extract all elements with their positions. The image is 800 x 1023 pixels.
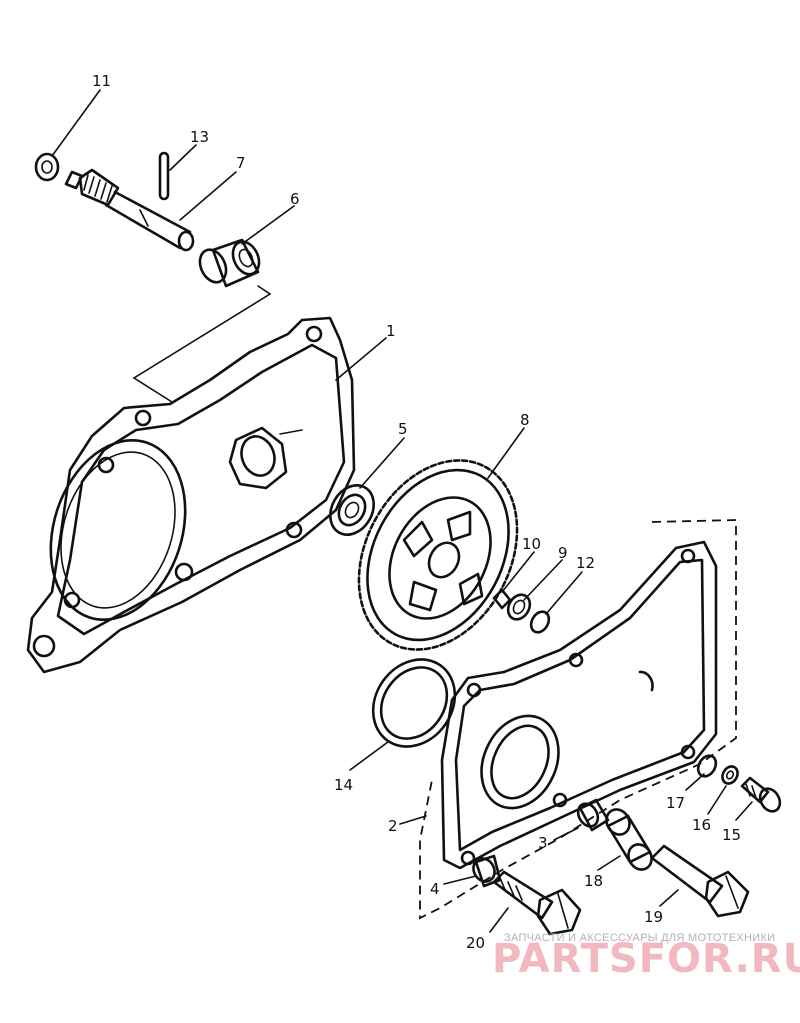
callout-18: 18 xyxy=(584,872,603,890)
callout-4: 4 xyxy=(430,880,440,898)
callout-20: 20 xyxy=(466,934,485,952)
callout-13: 13 xyxy=(190,128,209,146)
part-2-outline xyxy=(419,519,737,920)
callout-14: 14 xyxy=(334,776,353,794)
alignment-line-6-1 xyxy=(132,285,272,403)
part-15-screw xyxy=(740,776,782,813)
watermark-tagline: ЗАПЧАСТИ И АКСЕССУАРЫ ДЛЯ МОТОТЕХНИКИ xyxy=(504,932,775,944)
callout-16: 16 xyxy=(692,816,711,834)
callout-1: 1 xyxy=(386,322,396,340)
part-11-circlip xyxy=(34,152,60,182)
part-12-circlip xyxy=(529,610,551,634)
callout-19: 19 xyxy=(644,908,663,926)
callout-10: 10 xyxy=(522,535,541,553)
part-13-pin xyxy=(158,151,170,201)
part-6-bushing xyxy=(198,238,261,288)
watermark: ЗАПЧАСТИ И АКСЕССУАРЫ ДЛЯ МОТОТЕХНИКИ PA… xyxy=(492,932,800,982)
callout-3: 3 xyxy=(538,834,548,852)
part-18-collar xyxy=(605,808,653,871)
callout-12: 12 xyxy=(576,554,595,572)
part-5-oil-seal xyxy=(329,484,375,536)
part-1-cover xyxy=(26,316,356,674)
callout-labels: 1 2 3 4 5 6 7 8 9 10 11 12 13 14 15 16 1… xyxy=(92,72,741,952)
callout-11: 11 xyxy=(92,72,111,90)
callout-2: 2 xyxy=(388,817,398,835)
part-14-o-ring xyxy=(371,658,457,748)
part-7-worm-shaft xyxy=(64,168,195,252)
leader-lines xyxy=(51,89,753,933)
callout-17: 17 xyxy=(666,794,685,812)
callout-9: 9 xyxy=(558,544,568,562)
part-16-lock-washer xyxy=(721,765,739,785)
callout-15: 15 xyxy=(722,826,741,844)
part-10-key xyxy=(492,588,512,610)
part-3-dowel xyxy=(576,798,610,832)
part-19-bolt xyxy=(650,844,750,918)
part-2-cover xyxy=(440,540,718,870)
part-8-gear xyxy=(357,459,519,651)
callout-7: 7 xyxy=(236,154,246,172)
callout-5: 5 xyxy=(398,420,408,438)
watermark-brand: PARTSFOR.RU xyxy=(492,936,800,982)
part-20-bolt xyxy=(492,870,582,936)
part-9-washer xyxy=(506,593,532,621)
callout-6: 6 xyxy=(290,190,300,208)
callout-8: 8 xyxy=(520,411,530,429)
